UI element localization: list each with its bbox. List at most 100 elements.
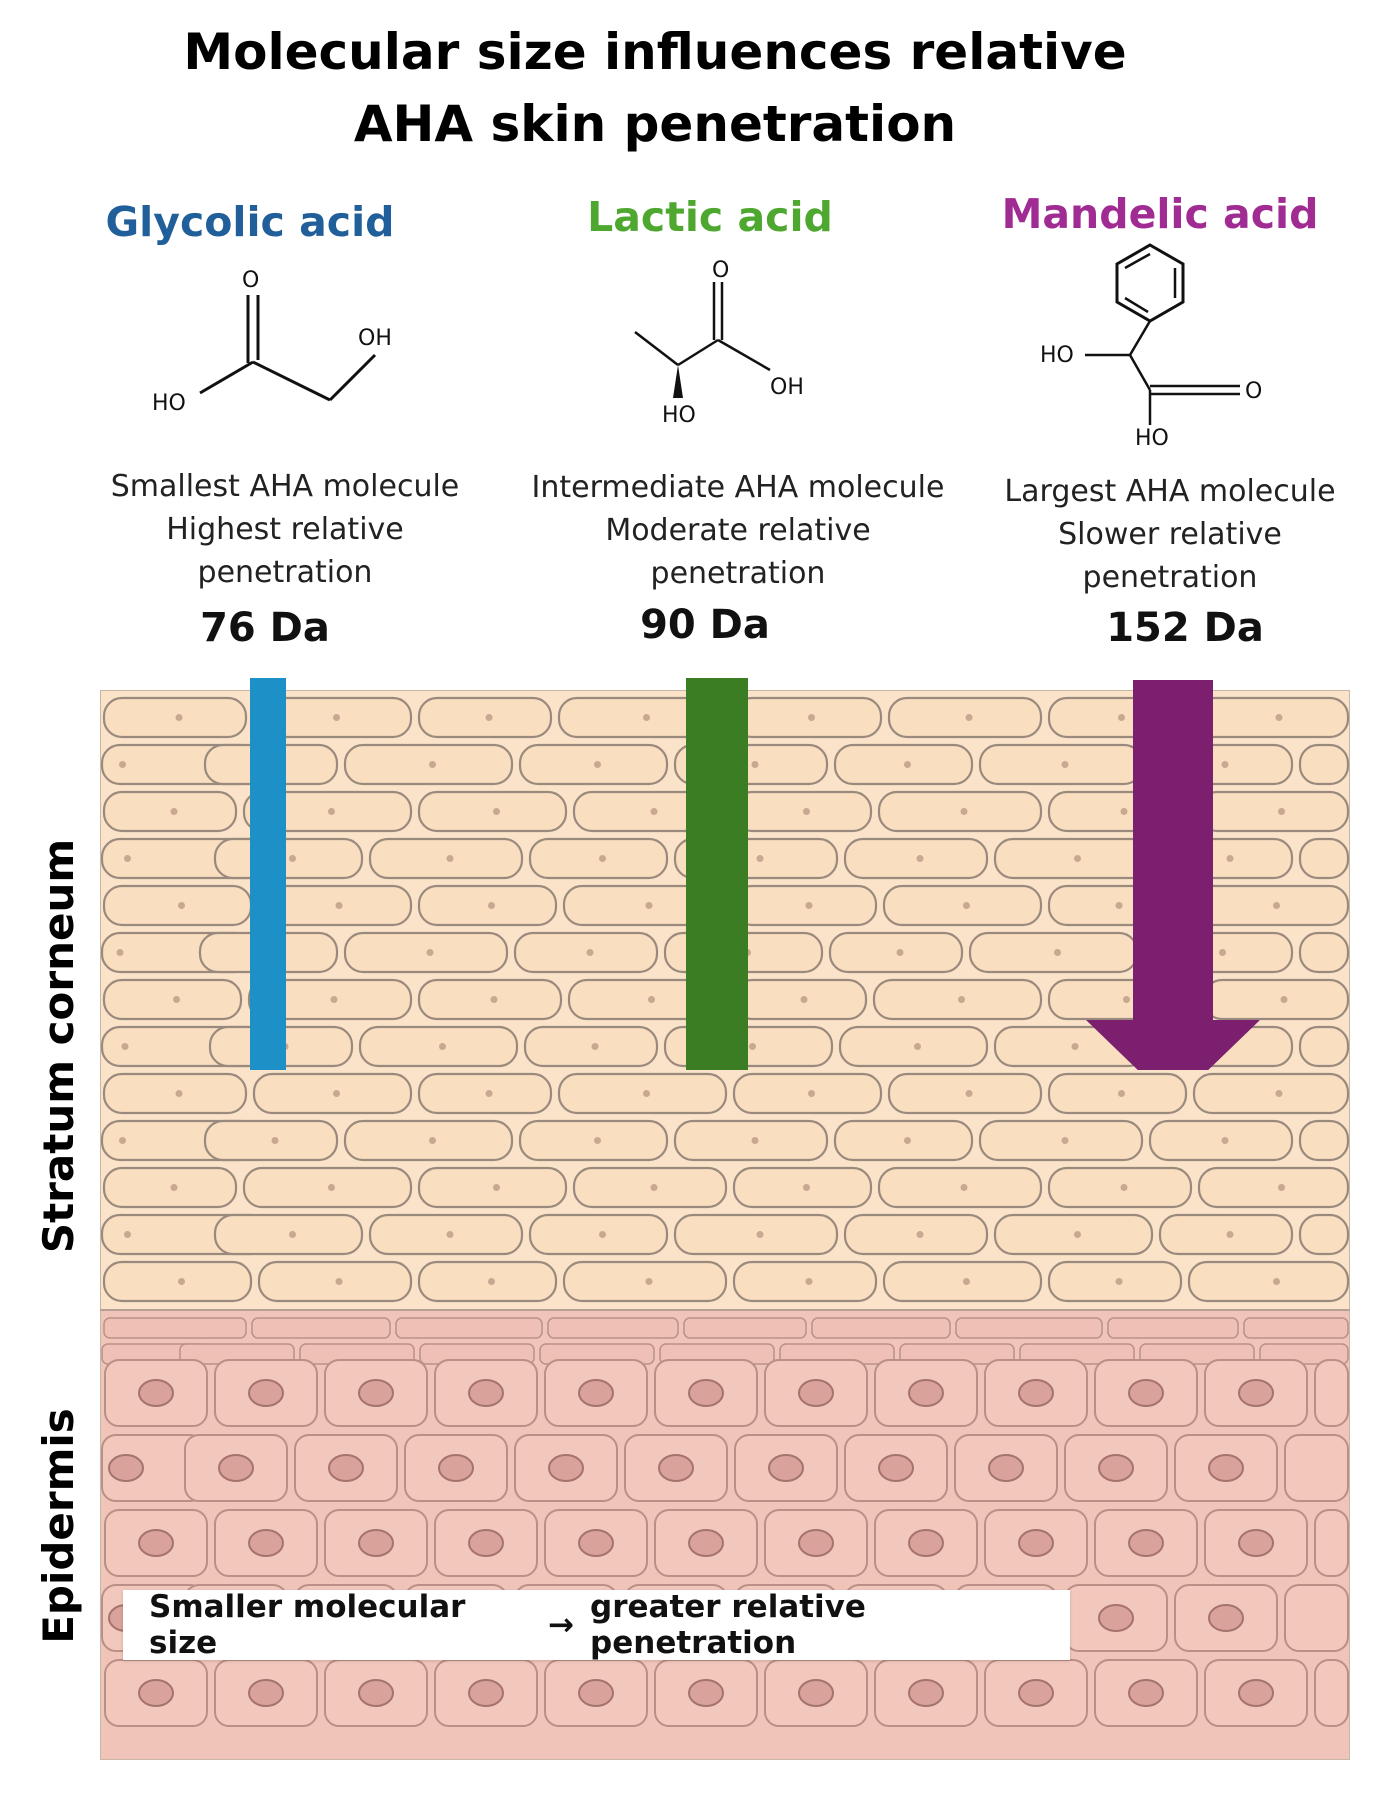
corneocyte-cell bbox=[102, 1166, 238, 1209]
cell-dot bbox=[803, 808, 810, 815]
mandelic-ho-bottom-label: HO bbox=[1135, 426, 1169, 450]
cell-dot bbox=[1273, 1278, 1280, 1285]
cell-dot bbox=[335, 902, 343, 909]
corneocyte-cell bbox=[343, 1119, 514, 1162]
corneocyte-cell bbox=[1047, 1166, 1193, 1209]
corneocyte-cell bbox=[557, 1072, 728, 1115]
mandelic-o-label: O bbox=[1245, 379, 1262, 404]
callout-right-text: greater relative penetration bbox=[590, 1589, 866, 1661]
corneocyte-cell bbox=[1298, 1119, 1350, 1162]
cell-nucleus bbox=[798, 1379, 834, 1407]
mandelic-desc-line2: Slower relative bbox=[1058, 517, 1282, 552]
cell-nucleus bbox=[1018, 1679, 1054, 1707]
diagram-title-line2: AHA skin penetration bbox=[353, 95, 957, 153]
cell-nucleus bbox=[798, 1529, 834, 1557]
lactic-o-label: O bbox=[712, 260, 729, 283]
lactic-mass: 90 Da bbox=[640, 602, 770, 648]
cell-dot bbox=[175, 714, 183, 721]
cell-dot bbox=[586, 949, 594, 956]
corneocyte-cell bbox=[882, 1260, 1043, 1303]
cell-dot bbox=[645, 1278, 653, 1285]
granular-cell bbox=[251, 1317, 391, 1339]
cell-dot bbox=[650, 1184, 658, 1191]
cell-dot bbox=[808, 714, 815, 721]
corneocyte-cell bbox=[417, 790, 568, 833]
keratinocyte-cell bbox=[1314, 1659, 1349, 1727]
cell-nucleus bbox=[1128, 1379, 1164, 1407]
cell-nucleus bbox=[688, 1679, 724, 1707]
cell-nucleus bbox=[1128, 1679, 1164, 1707]
keratinocyte-cell bbox=[1314, 1359, 1349, 1427]
cell-dot bbox=[178, 902, 185, 909]
cell-dot bbox=[429, 1137, 436, 1144]
corneocyte-cell bbox=[993, 1213, 1154, 1256]
cell-dot bbox=[756, 855, 764, 862]
cell-dot bbox=[289, 855, 296, 862]
cell-dot bbox=[121, 1043, 129, 1050]
corneocyte-cell bbox=[732, 1166, 873, 1209]
corneocyte-cell bbox=[102, 696, 248, 739]
cell-dot bbox=[749, 1043, 756, 1050]
glycolic-o-label: O bbox=[242, 268, 259, 293]
granular-cell bbox=[1243, 1317, 1349, 1339]
cell-nucleus bbox=[1208, 1454, 1244, 1482]
corneocyte-cell bbox=[417, 1166, 568, 1209]
cell-dot bbox=[1118, 714, 1125, 721]
corneocyte-cell bbox=[882, 884, 1043, 927]
corneocyte-cell bbox=[343, 931, 509, 974]
cell-dot bbox=[594, 761, 601, 768]
cell-dot bbox=[965, 714, 973, 721]
corneocyte-cell bbox=[877, 790, 1043, 833]
corneocyte-cell bbox=[102, 978, 243, 1021]
cell-dot bbox=[426, 949, 434, 956]
cell-dot bbox=[916, 855, 924, 862]
cell-dot bbox=[904, 761, 911, 768]
cell-nucleus bbox=[658, 1454, 694, 1482]
corneocyte-cell bbox=[1298, 931, 1350, 974]
cell-dot bbox=[896, 949, 904, 956]
cell-dot bbox=[1275, 1090, 1283, 1097]
cell-dot bbox=[1054, 949, 1061, 956]
corneocyte-cell bbox=[887, 1072, 1043, 1115]
cell-nucleus bbox=[1098, 1454, 1134, 1482]
cell-nucleus bbox=[468, 1679, 504, 1707]
lactic-penetration-arrow bbox=[686, 678, 748, 1070]
summary-callout: Smaller molecular size → greater relativ… bbox=[123, 1589, 1070, 1661]
granular-cell bbox=[683, 1317, 807, 1339]
callout-left-text: Smaller molecular size bbox=[149, 1589, 466, 1661]
granular-cell bbox=[103, 1317, 247, 1339]
lactic-desc-line3: penetration bbox=[650, 556, 826, 591]
cell-dot bbox=[1123, 996, 1130, 1003]
cell-dot bbox=[1071, 1043, 1079, 1050]
granular-cell bbox=[547, 1317, 679, 1339]
mandelic-desc-line1: Largest AHA molecule bbox=[1004, 474, 1336, 509]
cell-dot bbox=[648, 996, 655, 1003]
corneocyte-cell bbox=[528, 837, 669, 880]
corneocyte-cell bbox=[1158, 1213, 1294, 1256]
cell-nucleus bbox=[1208, 1604, 1244, 1632]
cell-nucleus bbox=[798, 1679, 834, 1707]
callout-arrow-icon: → bbox=[548, 1607, 575, 1643]
cell-nucleus bbox=[1128, 1529, 1164, 1557]
corneocyte-cell bbox=[102, 790, 238, 833]
glycolic-ho-label: HO bbox=[152, 391, 186, 416]
cell-dot bbox=[643, 714, 650, 721]
glycolic-penetration-arrow bbox=[250, 678, 286, 1070]
cell-dot bbox=[488, 902, 495, 909]
glycolic-desc-line1: Smallest AHA molecule bbox=[110, 469, 460, 504]
cell-dot bbox=[439, 1043, 446, 1050]
cell-dot bbox=[963, 902, 970, 909]
corneocyte-cell bbox=[877, 1166, 1043, 1209]
cell-dot bbox=[1275, 714, 1283, 721]
granular-cell bbox=[955, 1317, 1103, 1339]
cell-nucleus bbox=[358, 1529, 394, 1557]
cell-dot bbox=[170, 1184, 178, 1191]
corneocyte-cell bbox=[1298, 1213, 1350, 1256]
cell-nucleus bbox=[108, 1454, 144, 1482]
cell-nucleus bbox=[138, 1679, 174, 1707]
cell-dot bbox=[289, 1231, 296, 1238]
corneocyte-cell bbox=[242, 1166, 413, 1209]
cell-dot bbox=[805, 902, 813, 909]
cell-dot bbox=[1074, 1231, 1081, 1238]
lactic-oh-label: OH bbox=[770, 375, 804, 400]
